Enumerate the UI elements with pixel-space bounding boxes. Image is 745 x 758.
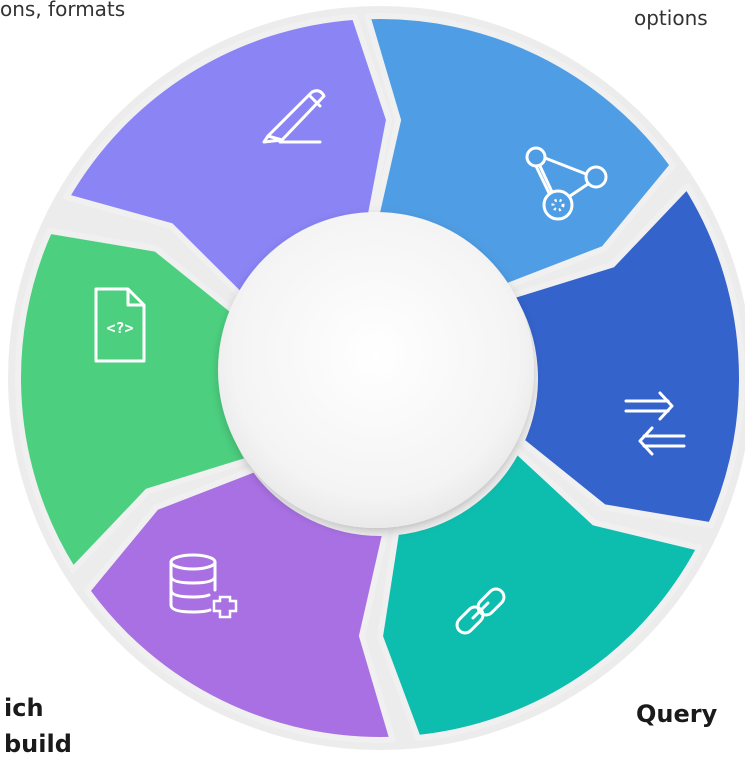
code-file-icon-text: <?>	[106, 319, 133, 337]
caption-top-right: options	[634, 6, 708, 30]
chain-link-icon	[455, 587, 506, 635]
caption-bottom-right: Query	[636, 700, 718, 728]
arrows-exchange-icon	[624, 391, 686, 456]
segments-group	[15, 13, 745, 743]
caption-bottom-left-1: ich	[4, 694, 44, 722]
database-add-icon	[169, 553, 238, 619]
code-file-icon: <?>	[94, 287, 146, 363]
graph-nodes-icon	[525, 146, 608, 221]
ring-segment-database	[84, 466, 396, 743]
caption-bottom-left-2: build	[4, 730, 72, 758]
center-hole	[218, 212, 534, 528]
caption-top-left: ons, formats	[0, 0, 126, 21]
pen-icon	[262, 89, 326, 144]
ring-segment-link	[377, 447, 703, 742]
